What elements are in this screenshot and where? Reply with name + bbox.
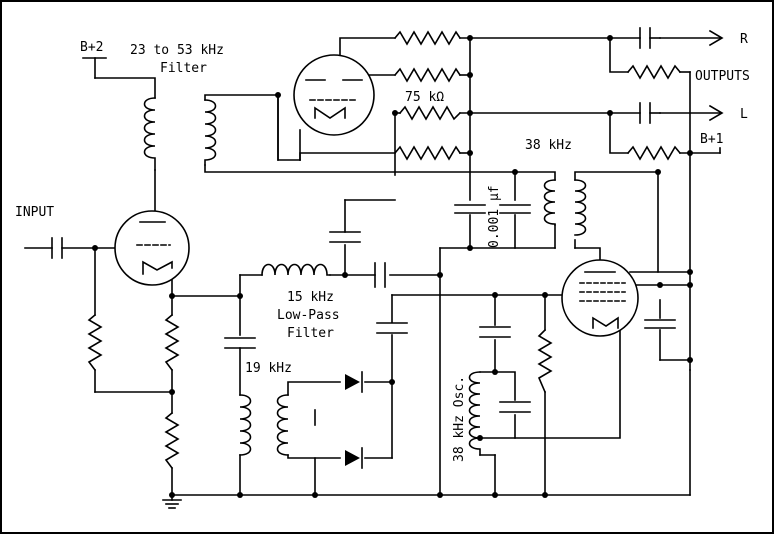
label-b2: B+2 (80, 40, 103, 55)
label-lpf-15khz: 15 kHz (287, 290, 334, 305)
label-filter: Filter (160, 61, 207, 76)
coils (143, 97, 587, 456)
label-filter-range: 23 to 53 kHz (130, 43, 224, 58)
output-arrows (708, 29, 724, 122)
label-input: INPUT (15, 205, 54, 220)
label-l: L (740, 107, 748, 122)
label-lpf-lowpass: Low-Pass (277, 308, 340, 323)
labels: B+2 B+1 23 to 53 kHz Filter INPUT R L OU… (15, 32, 750, 462)
label-75k: 75 kΩ (405, 90, 444, 105)
tubes (114, 54, 639, 337)
label-r: R (740, 32, 748, 47)
capacitors (51, 27, 676, 413)
resistors (87, 30, 682, 470)
ground-icon (162, 499, 182, 509)
label-outputs: OUTPUTS (695, 69, 750, 84)
label-19khz: 19 kHz (245, 361, 292, 376)
label-b1: B+1 (700, 132, 723, 147)
junction-dots (92, 35, 693, 498)
label-38khz-osc: 38 kHz Osc. (452, 376, 467, 462)
wiring (24, 37, 721, 501)
label-cap-001: 0.001 µf (487, 185, 502, 248)
label-38khz: 38 kHz (525, 138, 572, 153)
label-lpf-filter: Filter (287, 326, 334, 341)
diodes (345, 371, 363, 469)
